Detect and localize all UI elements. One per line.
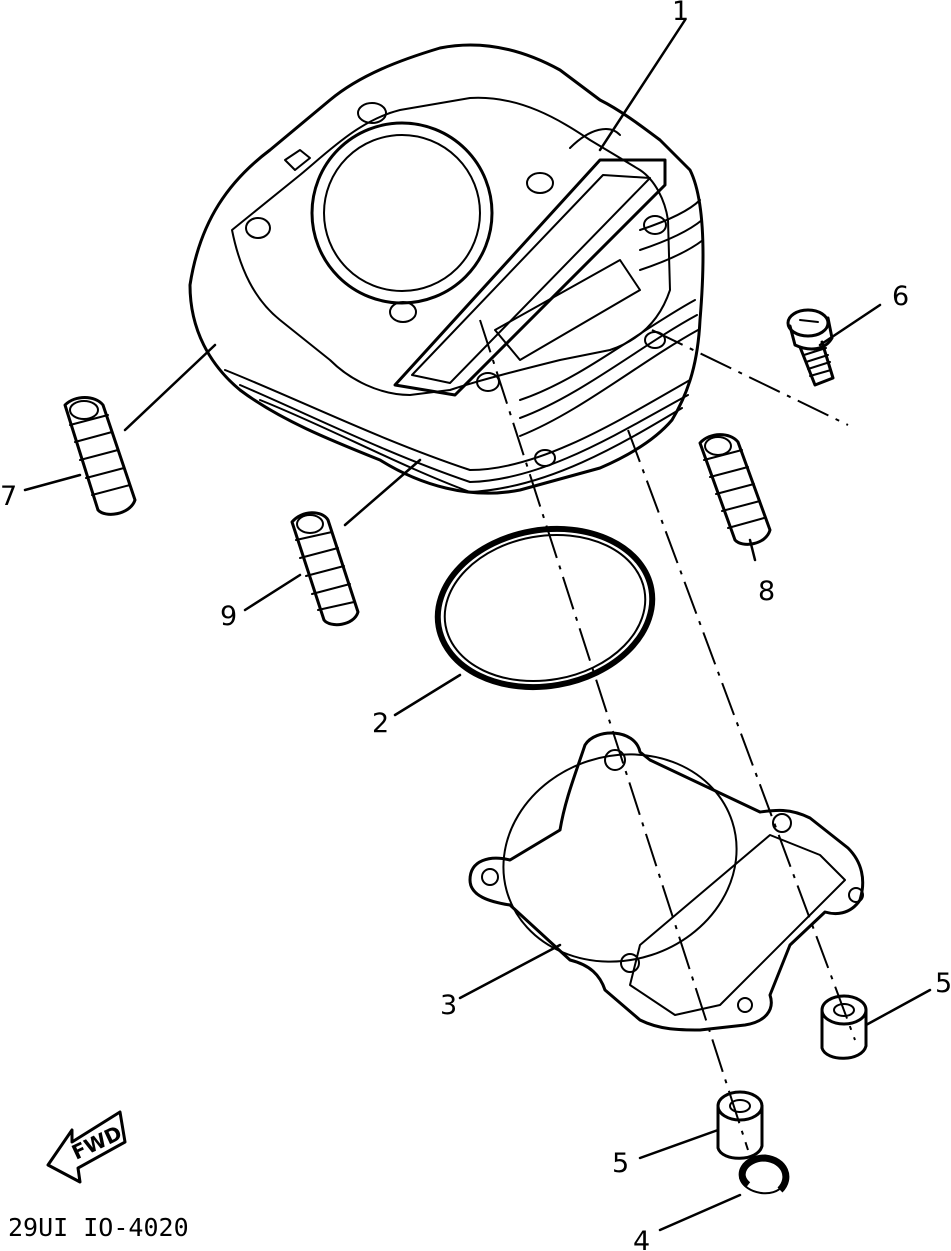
stud-bolt-8: [698, 433, 772, 546]
callout-5-right: 5: [935, 968, 951, 999]
stud-bolt-9: [290, 511, 360, 627]
callout-8: 8: [758, 576, 775, 607]
callout-4: 4: [633, 1226, 650, 1251]
o-ring: [434, 525, 656, 691]
callout-7: 7: [0, 481, 17, 512]
callout-2: 2: [372, 708, 389, 739]
stud-bolt-7: [63, 396, 137, 516]
cylinder-bolt: [786, 308, 835, 387]
oil-seal-ring: [738, 1154, 790, 1195]
callout-6: 6: [892, 281, 909, 312]
callout-5-left: 5: [612, 1148, 629, 1179]
callout-3: 3: [440, 990, 457, 1021]
cylinder-base-gasket: [468, 731, 865, 1032]
dowel-pin-left: [716, 1090, 764, 1160]
alignment-centerlines: [479, 319, 856, 1151]
dowel-pin-right: [820, 994, 868, 1060]
callout-1: 1: [672, 0, 689, 27]
fwd-arrow-icon: FWD: [46, 1110, 127, 1184]
drawing-code: 29UI IO-4020: [8, 1213, 189, 1242]
leader-lines: [23, 18, 932, 1232]
cylinder-block: [188, 43, 705, 495]
callout-9: 9: [220, 601, 237, 632]
